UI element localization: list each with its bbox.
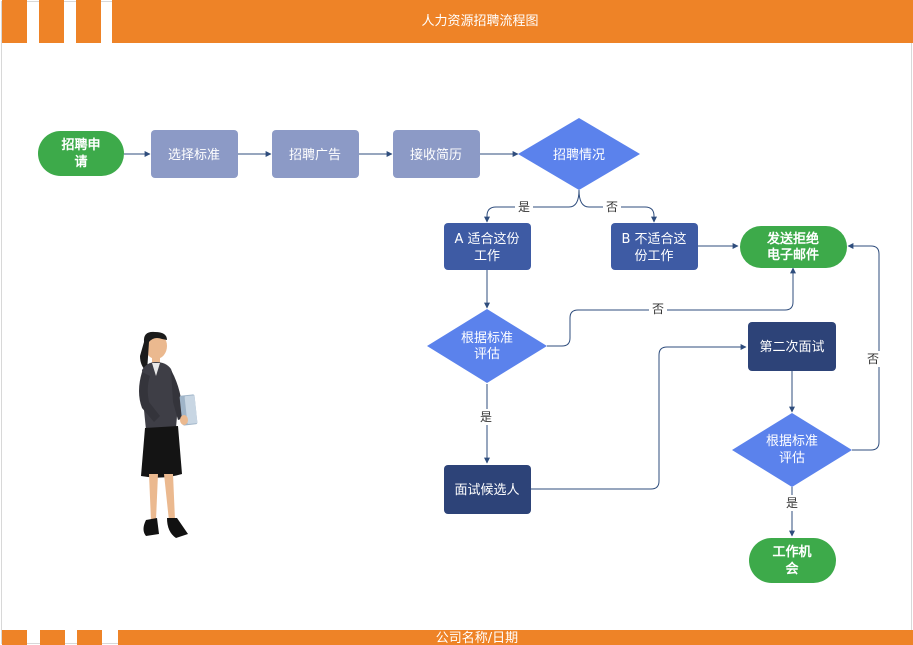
node-evaluate-1-line-1: 根据标准: [461, 331, 513, 346]
footer-stripe: [77, 630, 102, 645]
footer-text: 公司名称/日期: [436, 630, 518, 645]
recruit-ad-shape: [272, 130, 359, 178]
collar: [152, 363, 160, 376]
start-shape: [38, 131, 124, 176]
node-start[interactable]: 招聘申 请: [38, 131, 124, 176]
node-job-offer-line-2: 会: [785, 561, 799, 577]
situation-diamond: [518, 118, 640, 190]
left-arm: [139, 372, 160, 422]
edge-evaluate2-no: [847, 243, 880, 451]
node-unsuitable-line-1: B 不适合这: [621, 231, 686, 247]
node-evaluate-1[interactable]: 根据标准 评估: [427, 309, 547, 383]
node-suitable-line-1: A 适合这份: [454, 231, 519, 247]
folder-pages: [184, 395, 198, 425]
header-band: 人力资源招聘流程图: [2, 0, 913, 43]
node-evaluate-1-line-2: 评估: [474, 347, 500, 362]
header-stripe: [39, 0, 64, 43]
node-start-line-2: 请: [74, 154, 87, 170]
node-situation-label: 招聘情况: [553, 148, 605, 163]
node-recruit-ad[interactable]: 招聘广告: [272, 130, 359, 178]
evaluate-2-diamond: [732, 413, 852, 487]
node-suitable-line-2: 工作: [474, 249, 500, 264]
edge-label-bg: [649, 301, 667, 317]
node-evaluate-2-line-2: 评估: [779, 451, 805, 466]
node-job-offer[interactable]: 工作机 会: [749, 538, 836, 583]
edge-label-yes-3: 是: [786, 496, 798, 510]
suitable-shape: [444, 223, 531, 270]
edge-situation-no: [578, 189, 657, 223]
receive-resume-shape: [393, 130, 480, 178]
node-reject-email-line-2: 电子邮件: [767, 247, 819, 263]
second-interview-shape: [748, 322, 836, 371]
edge-label-yes-2: 是: [480, 410, 492, 424]
node-reject-email-line-1: 发送拒绝: [766, 231, 819, 247]
node-select-criteria[interactable]: 选择标准: [151, 130, 238, 178]
edge-labels: 是 否 否 是 否 是: [477, 199, 882, 511]
job-offer-shape: [749, 538, 836, 583]
node-evaluate-2[interactable]: 根据标准 评估: [732, 413, 852, 487]
reject-email-shape: [740, 226, 847, 268]
businesswoman-illustration: [139, 331, 198, 538]
edge-evaluate-no: [547, 267, 796, 347]
node-reject-email[interactable]: 发送拒绝 电子邮件: [740, 226, 847, 268]
node-interview-label: 面试候选人: [454, 483, 519, 498]
edge-label-bg: [603, 199, 621, 215]
skirt: [141, 426, 182, 478]
edge-interview-to-second: [531, 344, 747, 490]
node-receive-resume[interactable]: 接收简历: [393, 130, 480, 178]
node-job-offer-line-1: 工作机: [772, 544, 811, 560]
left-leg: [149, 474, 158, 521]
edge-label-no-3: 否: [867, 352, 879, 366]
edge-situation-yes: [484, 189, 580, 223]
edge-label-no-1: 否: [606, 200, 618, 214]
node-receive-resume-label: 接收简历: [410, 147, 462, 163]
node-recruit-ad-label: 招聘广告: [289, 148, 341, 163]
right-shoe: [167, 518, 188, 538]
edge-label-bg: [783, 495, 801, 511]
footer-stripe: [2, 630, 27, 645]
footer-bar: [118, 630, 913, 645]
header-stripe: [2, 0, 27, 43]
node-start-line-1: 招聘申: [61, 137, 100, 153]
evaluate-1-diamond: [427, 309, 547, 383]
node-suitable[interactable]: A 适合这份 工作: [444, 223, 531, 270]
right-leg: [164, 474, 175, 521]
node-select-criteria-label: 选择标准: [168, 148, 220, 163]
page-title: 人力资源招聘流程图: [421, 14, 538, 29]
node-unsuitable-line-2: 份工作: [634, 249, 673, 264]
hair: [140, 331, 167, 372]
node-second-interview[interactable]: 第二次面试: [748, 322, 836, 371]
node-interview[interactable]: 面试候选人: [444, 465, 531, 514]
edge-label-yes-1: 是: [518, 200, 530, 214]
footer-band: 公司名称/日期: [2, 630, 913, 645]
select-criteria-shape: [151, 130, 238, 178]
footer-stripe: [40, 630, 65, 645]
hand: [180, 415, 188, 425]
edge-label-bg: [477, 409, 495, 425]
header-stripe: [76, 0, 101, 43]
unsuitable-shape: [611, 223, 698, 270]
header-bar: [112, 0, 913, 43]
node-unsuitable[interactable]: B 不适合这 份工作: [611, 223, 698, 270]
edge-label-no-2: 否: [652, 302, 664, 316]
node-situation-decision[interactable]: 招聘情况: [518, 118, 640, 190]
node-evaluate-2-line-1: 根据标准: [766, 434, 818, 449]
neck: [152, 356, 160, 364]
edge-label-bg: [515, 199, 533, 215]
interview-shape: [444, 465, 531, 514]
edge-label-bg: [864, 351, 882, 367]
connectors: [124, 151, 880, 537]
node-second-interview-label: 第二次面试: [759, 339, 824, 355]
left-shoe: [143, 518, 159, 536]
